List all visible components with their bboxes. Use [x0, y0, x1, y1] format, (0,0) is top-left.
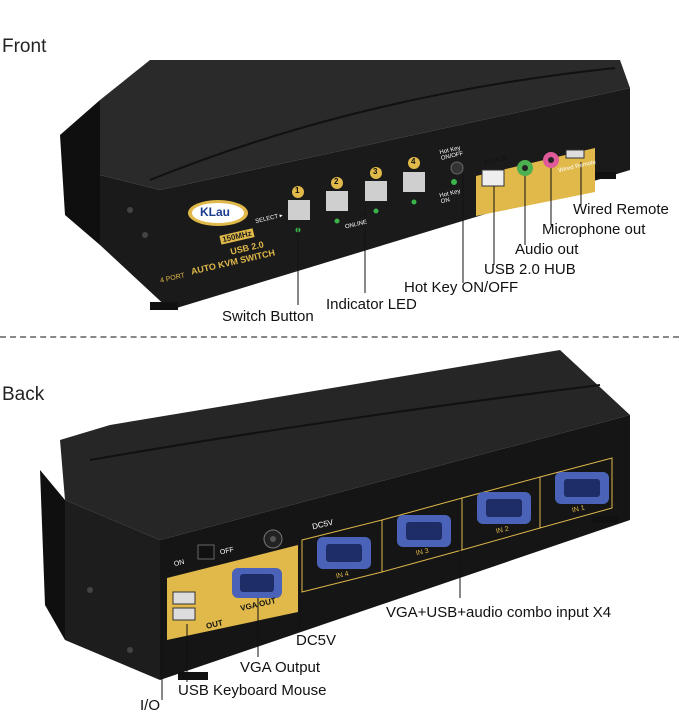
callout-wired-remote: Wired Remote: [573, 201, 669, 218]
front-heading: Front: [2, 36, 47, 57]
callout-vga-combo: VGA+USB+audio combo input X4: [386, 604, 612, 621]
button-number-4: 4: [411, 157, 416, 166]
callout-audio-out: Audio out: [515, 241, 579, 258]
button-number-1: 1: [295, 186, 300, 195]
callout-dc5v: DC5V: [296, 632, 337, 649]
callout-switch-button: Switch Button: [222, 308, 314, 325]
brand-logo: KLau: [200, 205, 230, 219]
callout-usb-hub: USB 2.0 HUB: [484, 261, 576, 278]
callout-vga-output: VGA Output: [240, 659, 321, 676]
button-number-3: 3: [373, 167, 378, 176]
section-divider: [0, 336, 679, 338]
callout-io: I/O: [140, 697, 161, 714]
callout-indicator-led: Indicator LED: [326, 296, 417, 313]
back-heading: Back: [2, 384, 45, 405]
button-number-2: 2: [334, 177, 339, 186]
callout-hotkey: Hot Key ON/OFF: [404, 279, 519, 296]
callout-usb-keyboard-mouse: USB Keyboard Mouse: [178, 682, 327, 699]
callout-microphone-out: Microphone out: [542, 221, 646, 238]
